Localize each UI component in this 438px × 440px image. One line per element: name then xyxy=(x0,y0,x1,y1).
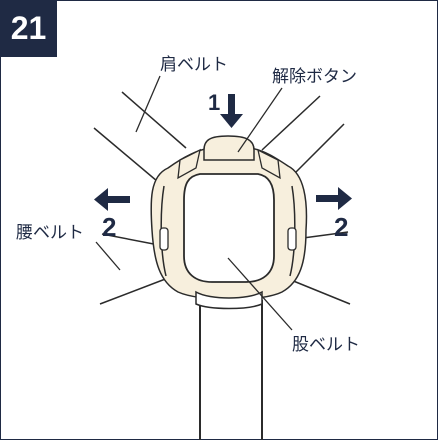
release-button xyxy=(203,135,255,161)
label-release-button: 解除ボタン xyxy=(272,67,357,87)
left-latch-tab xyxy=(159,227,169,251)
right-latch-tab xyxy=(287,227,297,251)
step-number-badge: 21 xyxy=(0,0,57,57)
crotch-belt-strap xyxy=(199,300,263,440)
right-shoulder-tab xyxy=(257,148,281,180)
leader-lines xyxy=(95,75,293,331)
press-down-arrow xyxy=(220,94,243,128)
step-pull-left-number: 2 xyxy=(102,212,117,242)
pull-right-arrow xyxy=(316,187,352,210)
label-waist-belt: 腰ベルト xyxy=(16,223,84,243)
leader-shoulder-belt xyxy=(135,75,161,133)
crotch-connector xyxy=(195,290,263,310)
label-crotch-belt: 股ベルト xyxy=(292,335,360,355)
pull-left-arrow xyxy=(94,188,130,211)
left-shoulder-tab xyxy=(177,148,201,180)
label-shoulder-belt: 肩ベルト xyxy=(160,55,228,75)
leader-crotch-belt xyxy=(227,257,293,331)
step-press-number: 1 xyxy=(208,90,221,115)
buckle-window xyxy=(183,173,275,283)
step-pull-right-number: 2 xyxy=(334,212,349,242)
leader-release-button xyxy=(237,87,283,153)
leader-waist-belt xyxy=(95,241,121,271)
